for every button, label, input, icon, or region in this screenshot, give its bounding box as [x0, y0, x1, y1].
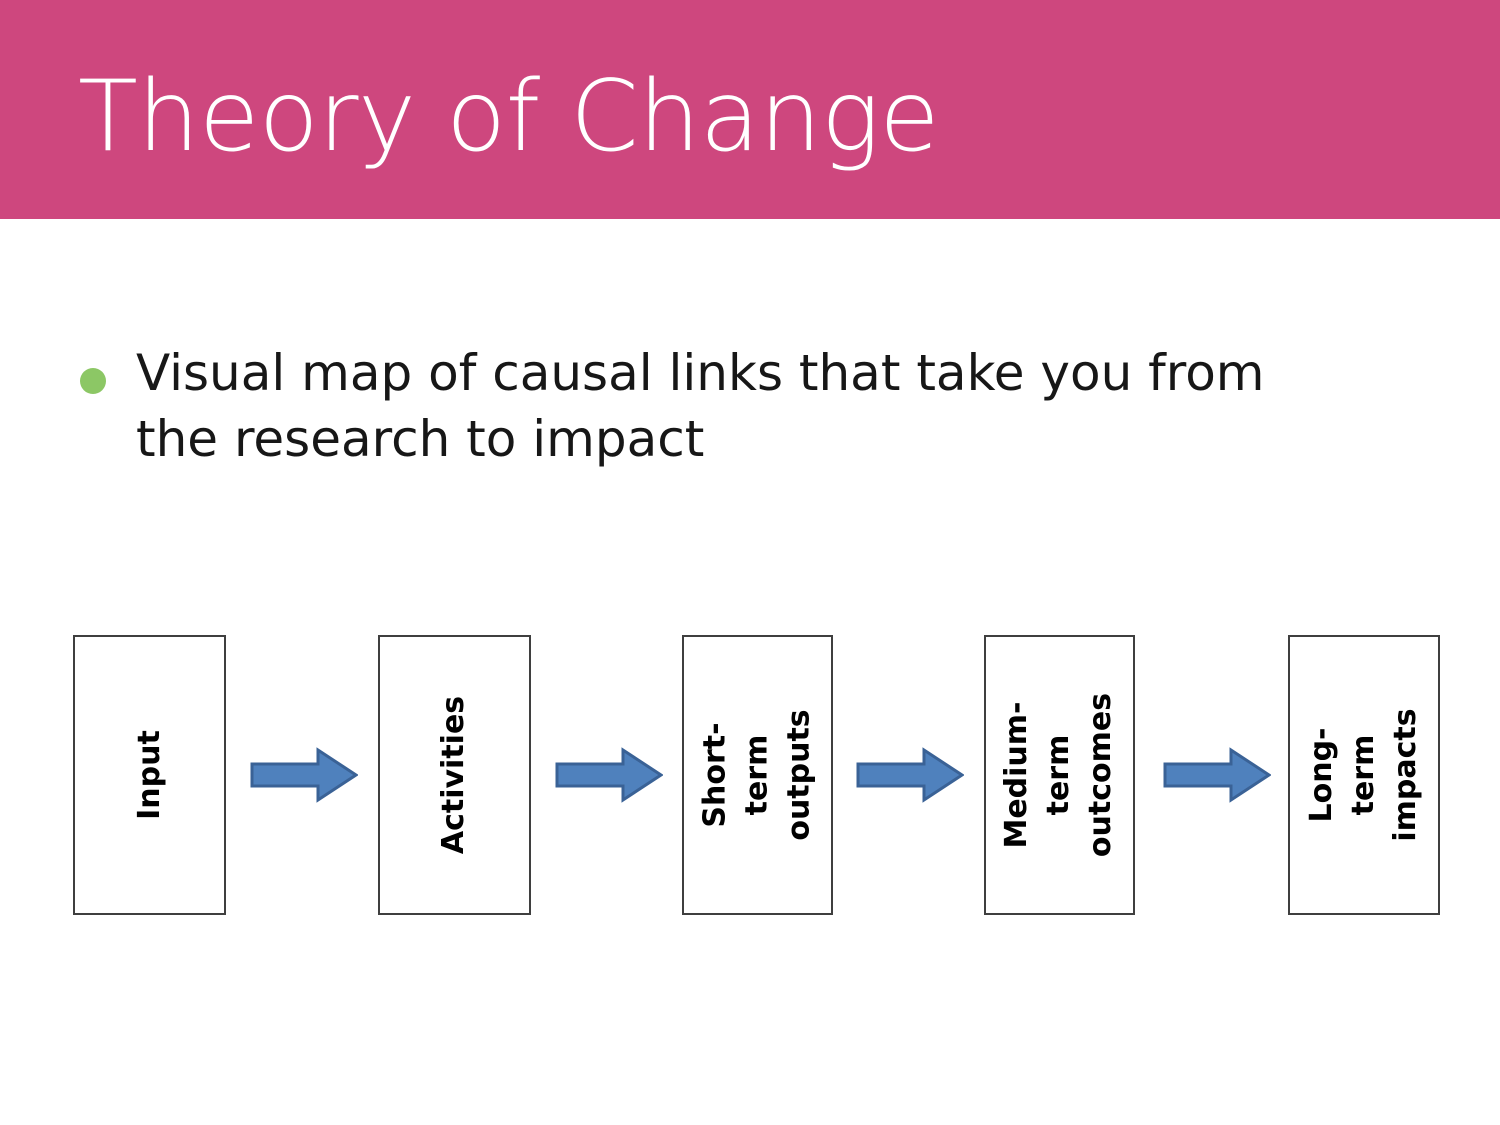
flow-box-long-term-impacts: Long-term impacts — [1288, 635, 1440, 915]
bullet-dot-icon — [80, 368, 106, 394]
right-arrow-icon — [1163, 747, 1271, 803]
bullet-item: Visual map of causal links that take you… — [80, 340, 1400, 472]
bullet-text: Visual map of causal links that take you… — [136, 344, 1265, 468]
right-arrow-icon — [856, 747, 964, 803]
flow-box-medium-term-outcomes: Medium-term outcomes — [984, 635, 1135, 915]
flow-box-short-term-outputs: Short-term outputs — [682, 635, 833, 915]
body-content: Visual map of causal links that take you… — [80, 340, 1400, 472]
flow-box-activities: Activities — [378, 635, 531, 915]
flow-box-label: Activities — [436, 695, 472, 855]
right-arrow-icon — [555, 747, 663, 803]
right-arrow-icon — [250, 747, 358, 803]
flow-box-label: Medium-term outcomes — [999, 692, 1119, 858]
title-banner: Theory of Change — [0, 0, 1500, 219]
flow-box-label: Short-term outputs — [697, 709, 817, 841]
page-title: Theory of Change — [78, 60, 940, 174]
flow-box-label: Input — [131, 730, 167, 820]
flow-box-input: Input — [73, 635, 226, 915]
flow-box-label: Long-term impacts — [1304, 708, 1423, 842]
